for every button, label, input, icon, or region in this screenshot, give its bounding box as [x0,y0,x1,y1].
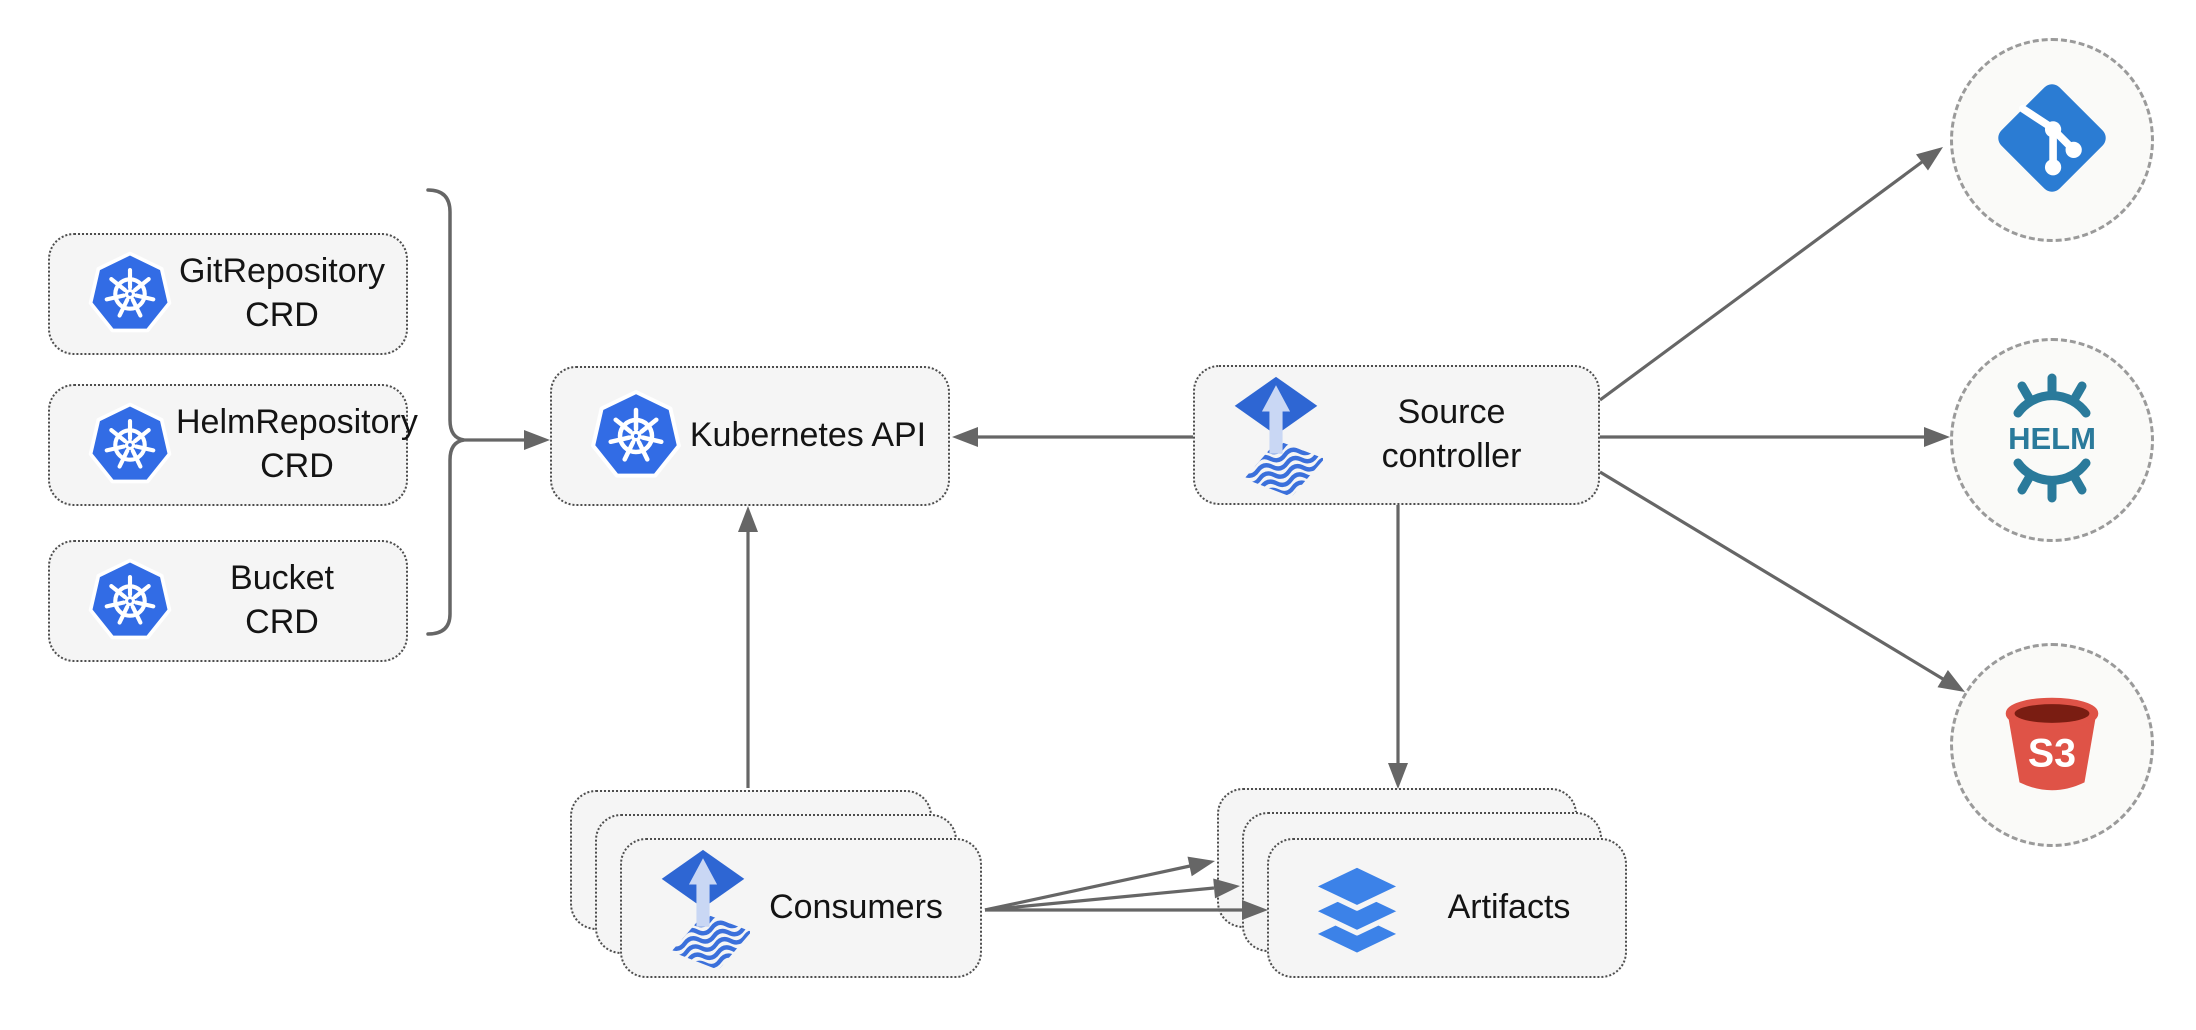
flux-icon [656,847,750,969]
crd-group-bracket [426,188,465,636]
arrow-consumers-to-artifacts-1 [984,856,1215,912]
arrow-consumers-to-api [738,506,758,788]
node-artifacts: Artifacts [1267,838,1627,978]
helm-label: HELM [2008,421,2096,456]
s3-label: S3 [2028,731,2076,775]
helm-icon: HELM [1982,368,2122,513]
arrow-source-to-helm [1600,427,1950,447]
flux-icon [1229,374,1323,496]
kubernetes-icon [84,248,176,340]
node-kubernetes-api: Kubernetes API [550,366,950,506]
node-label: Consumers [769,888,943,927]
arrow-source-to-git [1599,147,1943,402]
arrow-source-to-api [952,427,1193,447]
git-icon [1987,73,2117,208]
s3-bucket-icon: S3 [1988,679,2116,812]
kubernetes-icon [84,399,176,491]
node-label: Kubernetes API [689,416,927,455]
kubernetes-icon [586,386,686,486]
layers-icon [1303,854,1411,962]
arrow-source-to-artifacts [1388,505,1408,789]
node-consumers: Consumers [620,838,982,978]
arrow-consumers-to-artifacts-2 [984,878,1240,912]
external-git-repository [1950,38,2154,242]
external-helm-repository: HELM [1950,338,2154,542]
node-label: Artifacts [1447,888,1571,927]
external-s3-bucket: S3 [1950,643,2154,847]
kubernetes-icon [84,555,176,647]
arrow-crds-to-api [464,430,550,450]
arrow-source-to-s3 [1599,470,1965,692]
